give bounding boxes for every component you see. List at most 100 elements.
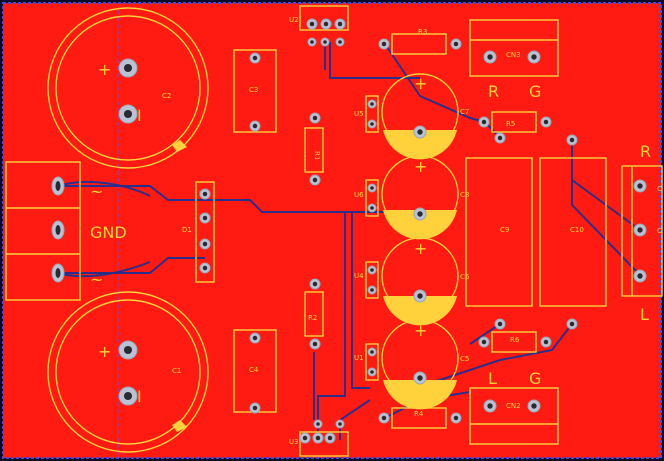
resistor-r6: R6 [491, 331, 537, 353]
connector-output-right: R L C C [621, 142, 663, 324]
pad-hole [252, 335, 258, 341]
cn3-g: G [529, 82, 541, 101]
pad-hole [123, 63, 133, 73]
c1-ground-bar: I [137, 387, 142, 406]
tilde-top: ~ [90, 182, 103, 201]
ic-u1: U1 [354, 343, 379, 381]
pad-hole [370, 122, 374, 126]
connector-cn3: CN3 R G [469, 19, 559, 101]
c5-plus: + [414, 321, 427, 340]
pad-hole [312, 115, 318, 121]
capacitor-c1: + I C1 [47, 291, 209, 453]
r5-label: R5 [506, 120, 515, 128]
capacitor-c10: C10 [539, 157, 607, 307]
pad-hole [370, 206, 374, 210]
c6-label: C6 [460, 273, 470, 281]
pad-hole [531, 403, 537, 409]
pad-hole [487, 403, 493, 409]
pad-hole [202, 241, 208, 247]
connector-input: ~ GND ~ [5, 161, 127, 301]
c7-plus: + [414, 74, 427, 93]
c4-label: C4 [249, 366, 259, 374]
pad-hole [453, 41, 459, 47]
capacitor-c5: + C5 [381, 319, 469, 410]
pad-hole [202, 215, 208, 221]
ic-u5: U5 [354, 95, 379, 133]
c2-ground-bar: I [137, 106, 142, 125]
u5-label: U5 [354, 110, 364, 118]
pad-hole [569, 137, 575, 143]
c1-plus: + [98, 342, 111, 361]
pad-hole [637, 227, 643, 233]
pad-hole [315, 435, 321, 441]
capacitor-c2: + I C2 [47, 7, 209, 169]
resistor-r4: R4 [391, 407, 447, 429]
pad-hole [302, 435, 308, 441]
right-l: L [640, 305, 649, 324]
u3-label: U3 [289, 438, 299, 446]
cn3-r: R [488, 82, 499, 101]
c2-label: C2 [162, 92, 171, 100]
c8-plus: + [414, 157, 427, 176]
pad-hole [497, 321, 503, 327]
c2-plus: + [98, 60, 111, 79]
r6-label: R6 [510, 336, 520, 344]
regulator-u3: U3 [289, 431, 349, 457]
pad-hole [337, 21, 343, 27]
c3-label: C3 [249, 86, 258, 94]
pad-hole [370, 370, 374, 374]
capacitor-c9: C9 [465, 157, 533, 307]
pad-hole [543, 339, 549, 345]
resistor-r5: R5 [491, 111, 537, 133]
regulator-u2: U2 [289, 5, 349, 31]
pad-hole [370, 186, 374, 190]
cn3-label: CN3 [506, 51, 521, 59]
r3-label: R3 [418, 28, 427, 36]
pad-hole [417, 129, 423, 135]
pad-hole [309, 21, 315, 27]
c7-label: C7 [460, 108, 469, 116]
pad-hole [323, 40, 327, 44]
pad-hole [487, 54, 493, 60]
pad-hole [417, 375, 423, 381]
u6-label: U6 [354, 191, 364, 199]
pad-hole [123, 391, 133, 401]
pad-hole [316, 422, 320, 426]
cn2-g: G [529, 369, 541, 388]
pad-hole [453, 415, 459, 421]
r1-label: R1 [313, 151, 321, 160]
c10-label: C10 [570, 226, 584, 234]
c5-label: C5 [460, 355, 469, 363]
ic-u4: U4 [354, 261, 379, 299]
pad-hole [370, 288, 374, 292]
pad-hole [312, 281, 318, 287]
capacitor-c8: + C8 [381, 155, 469, 240]
connector-pad-hole [55, 225, 61, 235]
resistor-r1: R1 [304, 127, 324, 173]
pad-hole [543, 119, 549, 125]
pad-hole [312, 177, 318, 183]
ic-u6: U6 [354, 179, 379, 217]
d1-label: D1 [182, 226, 192, 234]
right-c1: C [657, 185, 662, 193]
pad-hole [123, 109, 133, 119]
pad-hole [252, 405, 258, 411]
r4-label: R4 [414, 410, 424, 418]
pad-hole [637, 183, 643, 189]
pad-hole [569, 321, 575, 327]
resistor-r3: R3 [391, 28, 447, 55]
pad-hole [531, 54, 537, 60]
cn2-label: CN2 [506, 402, 521, 410]
pad-hole [123, 345, 133, 355]
pad-hole [202, 265, 208, 271]
resistor-r2: R2 [304, 291, 324, 337]
capacitor-c6: + C6 [381, 237, 470, 326]
r2-label: R2 [308, 314, 317, 322]
gnd-label: GND [90, 223, 127, 242]
u4-label: U4 [354, 272, 364, 280]
u1-label: U1 [354, 354, 364, 362]
capacitor-c3: C3 [233, 49, 277, 133]
pad-hole [481, 339, 487, 345]
c8-label: C8 [460, 191, 469, 199]
